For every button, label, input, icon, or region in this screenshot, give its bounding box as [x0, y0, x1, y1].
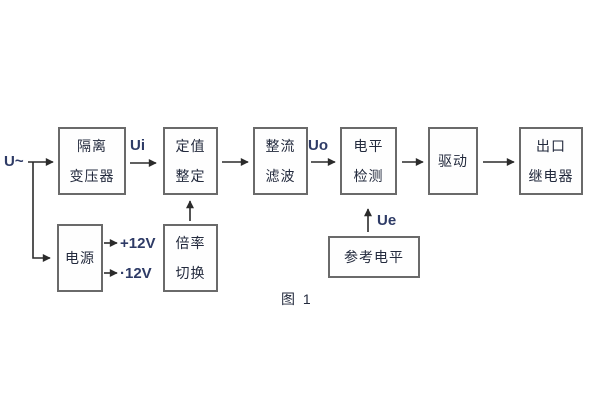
label-input-voltage: U~	[4, 153, 24, 170]
block-line: 切换	[175, 264, 206, 281]
label-ui: Ui	[130, 137, 145, 154]
block-line: 倍率	[175, 234, 206, 251]
block-line: 整定	[175, 167, 206, 184]
block-line: 隔离	[77, 137, 107, 154]
block-line: 电源	[65, 249, 95, 266]
block-drive: 驱动	[428, 127, 478, 195]
block-line: 参考电平	[344, 248, 404, 265]
block-line: 定值	[175, 137, 206, 154]
block-ratio-switch: 倍率 切换	[163, 224, 218, 292]
block-setting-adjust: 定值 整定	[163, 127, 218, 195]
block-line: 出口	[536, 137, 566, 154]
block-line: 电平	[353, 137, 384, 154]
block-line: 滤波	[265, 167, 296, 184]
block-line: 检测	[353, 167, 384, 184]
block-level-detect: 电平 检测	[340, 127, 397, 195]
block-line: 继电器	[528, 167, 574, 184]
block-isolation-transformer: 隔离 变压器	[58, 127, 126, 195]
label-plus-12v: +12V	[120, 235, 156, 252]
block-output-relay: 出口 继电器	[519, 127, 583, 195]
figure-caption: 图 1	[281, 291, 313, 307]
label-minus-12v: ·12V	[120, 265, 152, 282]
block-reference-level: 参考电平	[328, 236, 420, 278]
block-line: 变压器	[69, 167, 115, 184]
block-line: 驱动	[438, 152, 468, 169]
block-line: 整流	[265, 137, 296, 154]
label-uo: Uo	[308, 137, 328, 154]
arrow-input-to-power	[32, 162, 51, 262]
block-rectifier-filter: 整流 滤波	[253, 127, 308, 195]
block-power-supply: 电源	[57, 224, 103, 292]
label-ue: Ue	[377, 212, 397, 229]
